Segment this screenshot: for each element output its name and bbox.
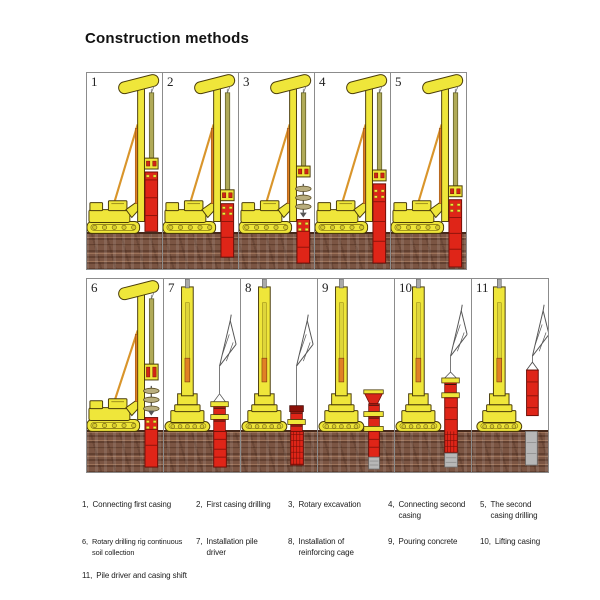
- caption-row-2: 6Rotary drilling rig continuous soil col…: [82, 537, 600, 558]
- caption-number: 3: [288, 500, 294, 521]
- caption-text: Rotary excavation: [298, 500, 361, 509]
- pile-driver-illustration: [395, 279, 468, 468]
- panel-number: 8: [245, 280, 252, 295]
- caption-item-2: 2 First casing drilling: [196, 500, 288, 521]
- panel-7: 7: [163, 278, 241, 473]
- caption-text: Lifting casing: [494, 537, 541, 546]
- caption-text: Pouring concrete: [398, 537, 458, 546]
- caption-number: 2: [196, 500, 202, 521]
- panel-9: 9: [317, 278, 395, 473]
- panel-number: 2: [167, 74, 174, 89]
- caption-number: 6: [82, 537, 88, 558]
- panel-number: 3: [243, 74, 250, 89]
- pile-driver-illustration: [164, 279, 237, 468]
- panel-number: 9: [322, 280, 329, 295]
- panel-1: 1: [86, 72, 163, 270]
- caption-number: 11: [82, 571, 92, 582]
- page-title: Construction methods: [85, 30, 249, 47]
- panel-number: 5: [395, 74, 402, 89]
- caption-item-4: 4Connecting second casing: [388, 500, 480, 521]
- panel-5: 5: [390, 72, 467, 270]
- caption-item-5: 5The second casing drilling: [480, 500, 600, 521]
- caption-row-3: 11 Pile driver and casing shift: [82, 571, 600, 582]
- caption-item-7: 7Installation pile driver: [196, 537, 288, 558]
- panel-2: 2: [162, 72, 239, 270]
- panel-row-bottom: 6 7 8 9 10 11: [86, 278, 549, 473]
- panel-number: 11: [476, 280, 489, 295]
- caption-item-11: 11 Pile driver and casing shift: [82, 571, 196, 582]
- panel-number: 6: [91, 280, 98, 295]
- rotary-drilling-rig-illustration: [163, 74, 236, 258]
- panel-row-top: 1 2 3 4 5: [86, 72, 467, 270]
- rotary-drilling-rig-illustration: [87, 280, 160, 468]
- caption-number: 8: [288, 537, 294, 558]
- rotary-drilling-rig-illustration: [315, 74, 388, 264]
- caption-number: 1: [82, 500, 88, 521]
- caption-text: Pile driver and casing shift: [96, 571, 187, 580]
- caption-row-1: 1 Connecting first casing 2 First casing dr…: [82, 500, 600, 521]
- panel-number: 1: [91, 74, 98, 89]
- caption-item-8: 8Installation of reinforcing cage: [288, 537, 388, 558]
- caption-text: First casing drilling: [206, 500, 271, 509]
- panel-3: 3: [238, 72, 315, 270]
- soil-ground-top-row: [86, 232, 467, 270]
- caption-item-1: 1 Connecting first casing: [82, 500, 196, 521]
- caption-item-10: 10Lifting casing: [480, 537, 600, 558]
- panel-number: 10: [399, 280, 412, 295]
- rotary-drilling-rig-illustration: [239, 74, 312, 264]
- caption-item-3: 3 Rotary excavation: [288, 500, 388, 521]
- caption-item-6: 6Rotary drilling rig continuous soil col…: [82, 537, 196, 558]
- caption-number: 7: [196, 537, 202, 558]
- caption-text: Installation of reinforcing cage: [298, 537, 354, 557]
- panel-8: 8: [240, 278, 318, 473]
- panel-number: 4: [319, 74, 326, 89]
- caption-text: Connecting first casing: [92, 500, 172, 509]
- caption-text: The second casing drilling: [490, 500, 538, 520]
- caption-item-9: 9 Pouring concrete: [388, 537, 480, 558]
- caption-text: Rotary drilling rig continuous soil coll…: [91, 537, 183, 557]
- pile-driver-illustration: [476, 279, 548, 466]
- panel-number: 7: [168, 280, 175, 295]
- panel-11: 11: [471, 278, 549, 473]
- caption-number: 5: [480, 500, 486, 521]
- caption-number: 9: [388, 537, 394, 558]
- panel-6: 6: [86, 278, 164, 473]
- panel-10: 10: [394, 278, 472, 473]
- caption-text: Connecting second casing: [398, 500, 466, 520]
- panel-4: 4: [314, 72, 391, 270]
- pile-driver-illustration: [318, 279, 384, 470]
- caption-text: Installation pile driver: [206, 537, 258, 557]
- rotary-drilling-rig-illustration: [87, 74, 160, 234]
- pile-driver-illustration: [241, 279, 314, 466]
- caption-number: 4: [388, 500, 394, 521]
- rotary-drilling-rig-illustration: [391, 74, 464, 268]
- caption-number: 10: [480, 537, 491, 558]
